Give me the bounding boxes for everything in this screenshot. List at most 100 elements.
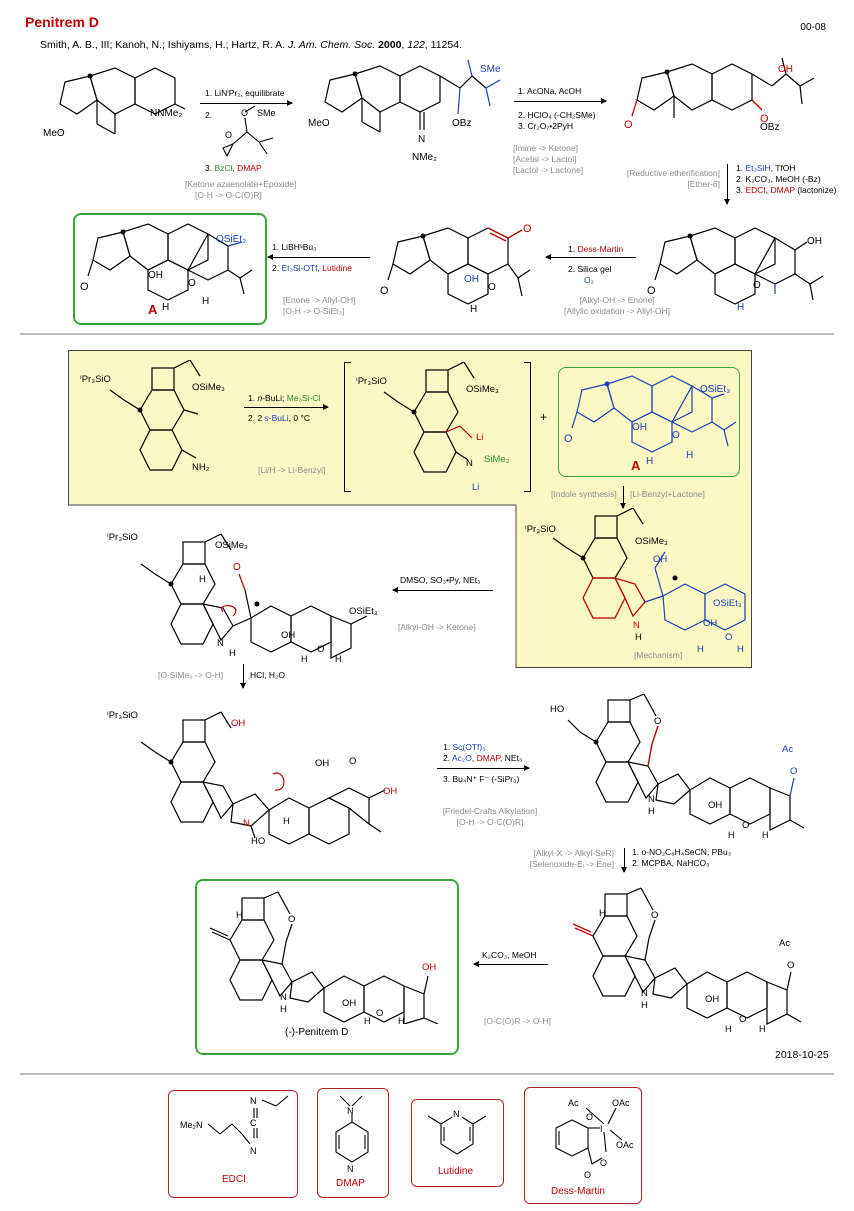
svg-text:N: N <box>648 794 655 805</box>
bracket-right <box>524 362 531 492</box>
svg-text:O: O <box>787 960 794 971</box>
svg-text:O: O <box>233 562 241 573</box>
dmap-label: DMAP <box>336 1178 365 1189</box>
svg-text:H: H <box>162 302 169 313</box>
svg-text:O: O <box>654 716 661 727</box>
divider-2 <box>20 1073 834 1075</box>
svg-text:SMe: SMe <box>480 64 501 75</box>
svg-text:OH: OH <box>807 236 822 247</box>
svg-text:H: H <box>737 302 744 313</box>
aniline-sm: ⁱPr₃SiO OSiMe₃ NH₂ <box>80 360 225 473</box>
svg-text:ⁱPr₃SiO: ⁱPr₃SiO <box>80 374 111 385</box>
lutidine-label: Lutidine <box>438 1166 474 1177</box>
svg-text:H: H <box>725 1024 732 1032</box>
svg-text:H: H <box>364 1016 371 1024</box>
svg-text:NH₂: NH₂ <box>192 462 210 473</box>
svg-text:Me₂N: Me₂N <box>180 1120 203 1130</box>
scheme-code: 00-08 <box>800 22 826 33</box>
sm-label-nnme2: NNMe₂ <box>150 108 182 119</box>
step1-cond-1: 1. LiNⁱPr₂, equilibrate <box>205 88 285 98</box>
step3-arrow <box>724 164 730 205</box>
epoxide-reagent: O O SMe <box>222 105 276 158</box>
svg-text:N: N <box>250 1146 257 1156</box>
svg-text:H: H <box>202 296 209 307</box>
reagent-edci-box <box>168 1090 298 1198</box>
svg-text:H: H <box>229 648 236 659</box>
step2-arrow <box>514 98 607 104</box>
svg-text:OSiMe₃: OSiMe₃ <box>215 540 248 551</box>
edci-structure: Me₂N N C N <box>180 1095 289 1156</box>
date: 2018-10-25 <box>775 1049 829 1061</box>
ref-journal: J. Am. Chem. Soc. <box>288 39 376 51</box>
svg-text:Ac: Ac <box>568 1098 579 1108</box>
step7-conditions: DMSO, SO₃•Py, NEt₃ <box>400 575 481 585</box>
ref-authors: Smith, A. B., III; Kanoh, N.; Ishiyams, … <box>40 39 288 51</box>
svg-text:ⁱPr₃SiO: ⁱPr₃SiO <box>107 710 138 721</box>
svg-text:O: O <box>790 766 797 777</box>
svg-text:H: H <box>280 1004 287 1015</box>
svg-text:OSiMe₃: OSiMe₃ <box>192 382 225 393</box>
reagent-lutidine-box <box>411 1099 504 1187</box>
svg-text:H: H <box>697 644 704 655</box>
svg-text:N: N <box>466 458 473 469</box>
step9-conditions: 1. Sc(OTf)₃ 2. Ac₂O, DMAP, NEt₃ <box>443 742 523 763</box>
svg-text:H: H <box>335 654 342 662</box>
step1-conditions: 1. LiNⁱPr₂, equilibrate <box>205 88 284 99</box>
step1-arrow <box>200 100 293 106</box>
page-title: Penitrem D <box>25 14 99 30</box>
svg-text:MeO: MeO <box>308 118 330 129</box>
step3-notes: [Reductive etherification] [Ether-6] <box>626 168 720 189</box>
svg-text:N: N <box>280 992 287 1003</box>
stage2-arrow <box>244 404 329 410</box>
svg-text:O: O <box>564 433 573 445</box>
reagent-dess-martin-box <box>524 1087 642 1204</box>
svg-text:OH: OH <box>342 998 356 1009</box>
svg-text:H: H <box>737 644 744 655</box>
svg-text:O: O <box>672 430 680 441</box>
indole-note-2: [Li-Benzyl+Lactone] <box>630 489 705 499</box>
svg-text:N: N <box>347 1164 354 1174</box>
step1-cond-2: 2. <box>205 110 213 120</box>
penitrem-d: H O OH N H OH O H H <box>209 891 439 1024</box>
svg-text:OH: OH <box>778 64 793 75</box>
svg-text:O: O <box>288 914 295 925</box>
svg-text:Li: Li <box>472 482 479 493</box>
yellow-region <box>68 350 752 668</box>
svg-text:OBz: OBz <box>760 122 779 133</box>
svg-text:H: H <box>599 908 606 919</box>
step5-arrow <box>267 254 370 260</box>
svg-text:OSiMe₃: OSiMe₃ <box>635 536 668 547</box>
svg-text:ⁱPr₃SiO: ⁱPr₃SiO <box>525 524 556 535</box>
svg-text:I: I <box>600 1124 603 1134</box>
step7-notes: [Alkyl-OH -> Ketone] <box>398 622 476 632</box>
svg-text:N: N <box>250 1096 257 1106</box>
A-reactant-box <box>558 367 740 477</box>
svg-text:O: O <box>188 278 196 289</box>
svg-text:N: N <box>418 134 425 145</box>
svg-text:N: N <box>641 988 648 999</box>
step5-conditions: 1. LiBHˢBu₃ <box>272 242 317 252</box>
svg-text:Ac: Ac <box>782 744 793 755</box>
hemiaminal-intermediate: ⁱPr₃SiO OH N HO H OH O OH <box>107 710 397 847</box>
step8-conditions: HCl, H₂O <box>250 670 285 680</box>
edci-label: EDCI <box>222 1174 246 1185</box>
indole-note-1: [Indole synthesis] <box>551 489 617 499</box>
step8-notes: [O-SiMe₃ -> O-H] <box>158 670 224 680</box>
svg-text:O: O <box>584 1170 591 1180</box>
dmap-structure: N N <box>335 1095 369 1174</box>
svg-text:H: H <box>236 910 243 921</box>
svg-text:O: O <box>586 1112 593 1122</box>
svg-text:O: O <box>241 108 248 118</box>
svg-text:HO: HO <box>251 836 265 847</box>
step7-arrow <box>392 587 493 593</box>
svg-text:SiMe₃: SiMe₃ <box>484 454 510 465</box>
svg-text:C: C <box>250 1118 257 1128</box>
svg-text:Ac: Ac <box>779 938 790 949</box>
svg-text:H: H <box>635 632 642 643</box>
step4-arrow <box>545 254 636 260</box>
ref-year: 2000 <box>378 39 402 51</box>
svg-text:OH: OH <box>708 800 722 811</box>
svg-text:OH: OH <box>231 718 245 729</box>
svg-text:OH: OH <box>703 618 717 629</box>
svg-text:OSiEt₃: OSiEt₃ <box>713 598 742 609</box>
